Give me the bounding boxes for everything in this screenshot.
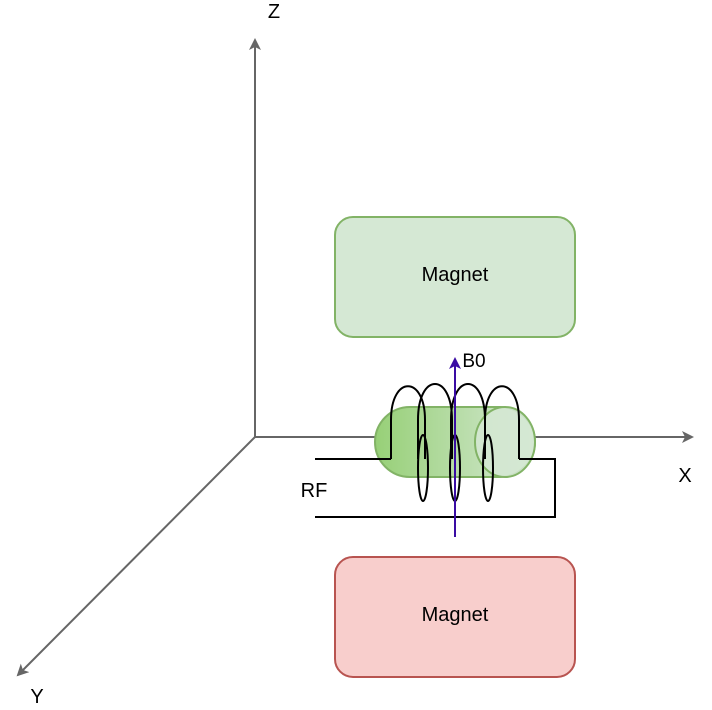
b0-label: B0 — [462, 351, 485, 372]
z-axis-label: Z — [268, 1, 280, 23]
coil-loop-4 — [484, 385, 520, 459]
coil-back-1 — [417, 434, 429, 502]
y-axis — [16, 436, 256, 677]
x-axis-label: X — [678, 465, 691, 487]
rf-label: RF — [301, 480, 328, 502]
top-magnet-label: Magnet — [422, 264, 489, 286]
bottom-magnet — [334, 556, 576, 678]
coil-back-3 — [482, 434, 494, 502]
rf-coil — [315, 383, 556, 518]
rf-lead-return — [315, 458, 556, 518]
coil-loop-1 — [390, 385, 426, 459]
bottom-magnet-label: Magnet — [422, 604, 489, 626]
y-axis-label: Y — [30, 686, 43, 708]
top-magnet — [334, 216, 576, 338]
